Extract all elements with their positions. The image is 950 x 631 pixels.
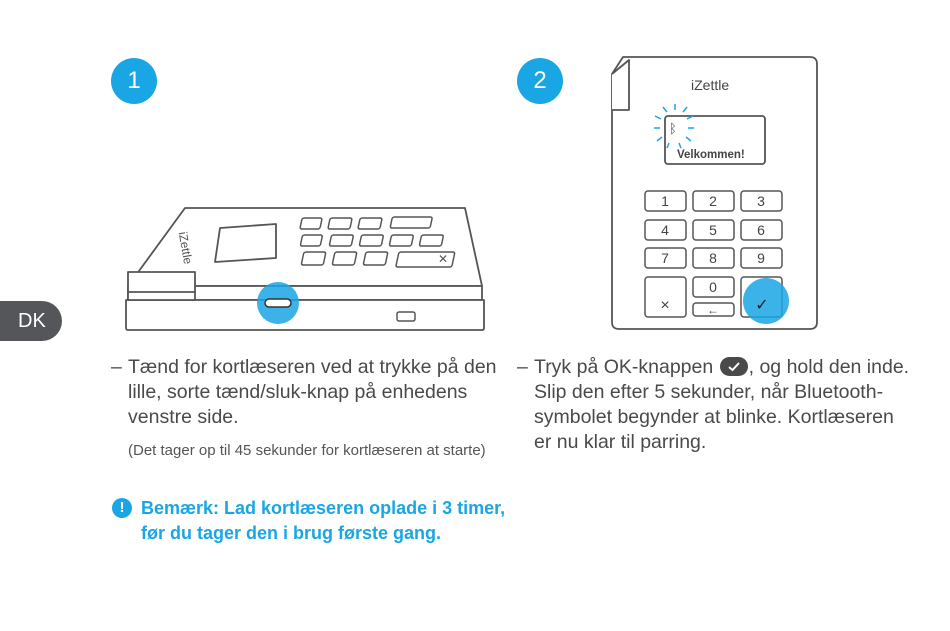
warning-text: Bemærk: Lad kortlæseren oplade i 3 timer… (141, 498, 506, 543)
key-8: 8 (709, 250, 717, 266)
key-7: 7 (661, 250, 669, 266)
reader-brand-label: iZettle (176, 231, 196, 266)
exclamation-icon: ! (112, 498, 132, 518)
step-2-text-before: Tryk på OK-knappen (534, 356, 714, 378)
ok-button-icon (719, 357, 748, 376)
cancel-key-icon: × (660, 297, 669, 314)
back-key-icon: ← (707, 303, 719, 317)
screen-text: Velkommen! (677, 149, 745, 161)
charging-warning: ! Bemærk: Lad kortlæseren oplade i 3 tim… (112, 496, 532, 546)
step-2-badge: 2 (517, 58, 563, 104)
ok-key-highlight (743, 278, 789, 324)
step-1-text: Tænd for kortlæseren ved at trykke på de… (128, 356, 497, 428)
ok-key-icon: ✓ (755, 295, 768, 314)
step-2-text-after: , og hold den inde. Slip den efter 5 sek… (534, 356, 910, 453)
front-brand-label: iZettle (691, 77, 729, 93)
key-1: 1 (661, 193, 669, 209)
card-reader-front-illustration: iZettle ᛒ Velkommen! 1 2 3 4 5 6 7 8 9 0… (611, 56, 818, 330)
step-1-dash: – (111, 356, 122, 378)
key-0: 0 (709, 279, 717, 295)
step-1-badge: 1 (111, 58, 157, 104)
bluetooth-icon: ᛒ (669, 121, 677, 136)
language-tab: DK (0, 301, 62, 341)
key-4: 4 (661, 222, 669, 238)
svg-text:✕: ✕ (438, 252, 448, 266)
step-1-instruction: – Tænd for kortlæseren ved at trykke på … (111, 355, 501, 430)
key-2: 2 (709, 193, 717, 209)
key-3: 3 (757, 193, 765, 209)
step-1-note: (Det tager op til 45 sekunder for kortlæ… (128, 442, 486, 459)
power-button (264, 298, 292, 308)
key-5: 5 (709, 222, 717, 238)
card-reader-side-illustration: ✕ iZettle (125, 207, 485, 331)
step-2-instruction: – Tryk på OK-knappen , og hold den inde.… (517, 355, 912, 455)
key-9: 9 (757, 250, 765, 266)
step-2-dash: – (517, 356, 528, 378)
key-6: 6 (757, 222, 765, 238)
